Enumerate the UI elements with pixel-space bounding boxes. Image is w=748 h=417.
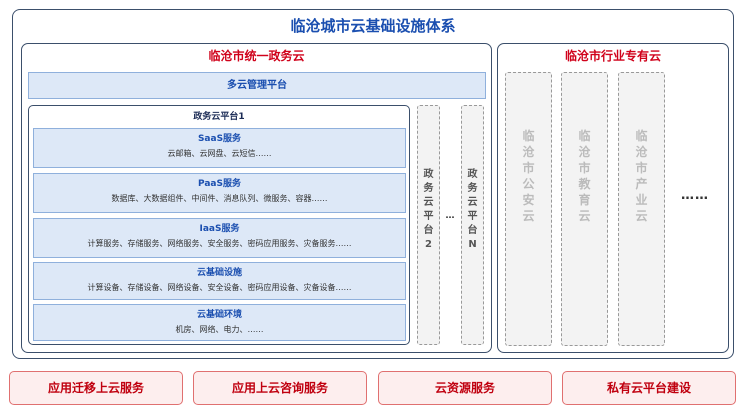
service-app-migration: 应用迁移上云服务	[9, 371, 183, 405]
infrastructure-layer: 云基础设施 计算设备、存储设备、网络设备、安全设备、密码应用设备、灾备设备……	[33, 262, 406, 300]
gov-cloud-title: 临沧市统一政务云	[208, 49, 305, 63]
platform-n-label: 政 务 云 平 台 N	[467, 169, 478, 250]
service-cloud-consulting: 应用上云咨询服务	[193, 371, 367, 405]
industry-cloud-title: 临沧市行业专有云	[564, 49, 661, 63]
public-security-cloud	[505, 72, 552, 346]
saas-layer: SaaS服务 云邮箱、云网盘、云短信……	[33, 128, 406, 168]
service-private-cloud-build: 私有云平台建设	[562, 371, 736, 405]
education-cloud	[561, 72, 608, 346]
industry-ellipsis: ……	[681, 188, 709, 203]
layer-title: 云基础设施	[196, 268, 242, 278]
layer-title: SaaS服务	[197, 134, 242, 144]
platform-1-title: 政务云平台1	[193, 112, 245, 122]
industry-sector-cloud-label: 临 沧 市 产 业 云	[635, 129, 648, 223]
education-cloud-label: 临 沧 市 教 育 云	[578, 129, 591, 223]
gov-cloud-platform-n	[461, 105, 484, 345]
platform-2-label: 政 务 云 平 台 2	[423, 169, 434, 250]
iaas-layer: IaaS服务 计算服务、存储服务、网络服务、安全服务、密码应用服务、灾备服务……	[33, 218, 406, 258]
gov-cloud-platform-2	[417, 105, 440, 345]
main-title: 临沧城市云基础设施体系	[290, 17, 456, 35]
service-cloud-resources: 云资源服务	[378, 371, 552, 405]
layer-items: 计算服务、存储服务、网络服务、安全服务、密码应用服务、灾备服务……	[87, 239, 352, 248]
paas-layer: PaaS服务 数据库、大数据组件、中间件、消息队列、微服务、容器……	[33, 173, 406, 213]
platform-ellipsis: …	[445, 211, 456, 221]
layer-items: 云邮箱、云网盘、云短信……	[167, 149, 272, 158]
layer-title: PaaS服务	[198, 179, 241, 189]
layer-title: 云基础环境	[196, 310, 242, 320]
layer-title: IaaS服务	[199, 224, 240, 234]
layer-items: 机房、网络、电力、……	[175, 325, 264, 334]
environment-layer: 云基础环境 机房、网络、电力、……	[33, 304, 406, 341]
industry-sector-cloud	[618, 72, 665, 346]
layer-items: 计算设备、存储设备、网络设备、安全设备、密码应用设备、灾备设备……	[87, 283, 352, 292]
layer-items: 数据库、大数据组件、中间件、消息队列、微服务、容器……	[111, 194, 328, 203]
multi-cloud-platform: 多云管理平台	[28, 72, 486, 99]
public-security-cloud-label: 临 沧 市 公 安 云	[522, 129, 535, 223]
